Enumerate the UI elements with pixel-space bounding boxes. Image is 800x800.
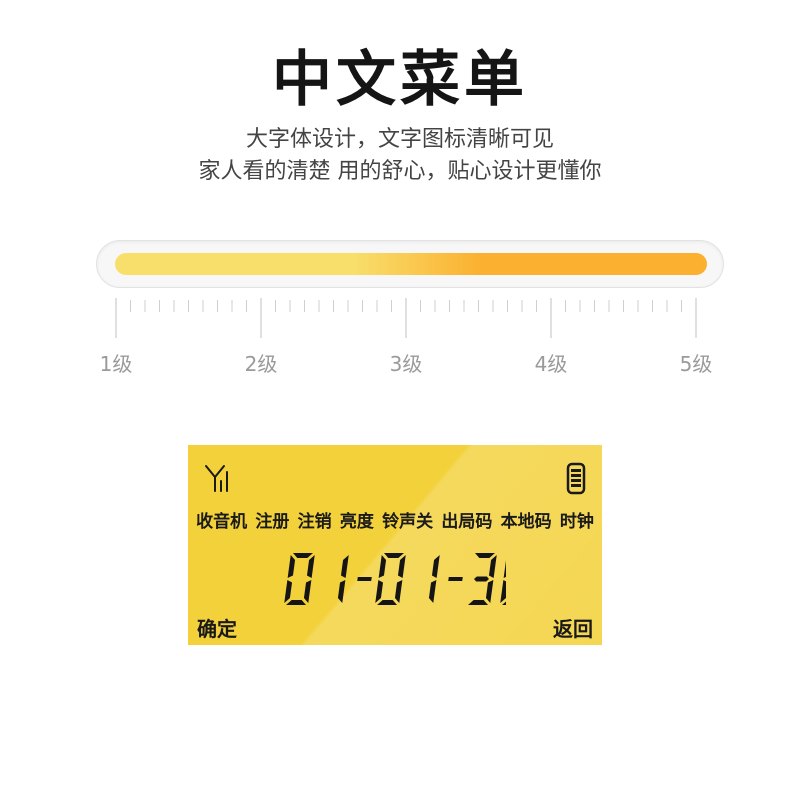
level-label[interactable]: 2级 xyxy=(244,352,278,376)
lcd-segment xyxy=(500,580,506,603)
level-label[interactable]: 5级 xyxy=(679,352,713,376)
lcd-menu-item[interactable]: 注册 xyxy=(255,512,290,532)
lcd-segment xyxy=(378,555,387,578)
lcd-segment xyxy=(303,580,312,603)
lcd-segment xyxy=(384,553,404,558)
lcd-segment xyxy=(397,555,406,578)
lcd-segment xyxy=(377,600,397,605)
lcd-segment xyxy=(431,555,440,578)
lcd-segment xyxy=(293,553,313,558)
lcd-segment xyxy=(284,580,293,603)
confirm-softkey[interactable]: 确定 xyxy=(197,617,237,641)
lcd-digit-glyph xyxy=(428,555,440,603)
lcd-segment xyxy=(488,555,497,578)
lcd-digit-glyph xyxy=(337,555,349,603)
lcd-menu-item[interactable]: 亮度 xyxy=(339,512,374,532)
antenna-signal-icon xyxy=(205,465,228,492)
battery-icon xyxy=(566,462,586,495)
lcd-segment xyxy=(503,560,506,578)
lcd-segment xyxy=(468,600,488,605)
lcd-segment xyxy=(306,555,315,578)
lcd-segment xyxy=(475,553,495,558)
level-label[interactable]: 1级 xyxy=(99,352,133,376)
lcd-segment xyxy=(340,555,349,578)
lcd-segment xyxy=(502,601,506,605)
lcd-digit-glyph xyxy=(375,553,406,605)
lcd-menu-item[interactable]: 注销 xyxy=(297,512,332,532)
lcd-segment xyxy=(286,600,306,605)
lcd-segment xyxy=(394,580,403,603)
back-softkey[interactable]: 返回 xyxy=(553,617,593,641)
lcd-segment xyxy=(357,577,372,581)
lcd-segment xyxy=(287,555,296,578)
level-label[interactable]: 3级 xyxy=(389,352,423,376)
lcd-segment xyxy=(474,576,489,582)
lcd-menu-bar: 收音机注册注销亮度铃声关出局码本地码时钟 xyxy=(188,507,602,532)
lcd-segment xyxy=(485,580,494,603)
lcd-digit-glyph xyxy=(468,553,497,605)
lcd-digit-glyph xyxy=(284,553,315,605)
lcd-menu-item[interactable]: 出局码 xyxy=(441,512,493,532)
lcd-menu-item[interactable]: 本地码 xyxy=(500,512,552,532)
page-title: 中文菜单 xyxy=(272,45,528,115)
lcd-menu-item[interactable]: 铃声关 xyxy=(382,512,434,532)
subtitle-line-1: 大字体设计，文字图标清晰可见 xyxy=(245,127,554,152)
lcd-segment xyxy=(375,580,384,603)
lcd-digit-display xyxy=(284,553,506,605)
level-label[interactable]: 4级 xyxy=(534,352,568,376)
subtitle-line-2: 家人看的清楚 用的舒心，贴心设计更懂你 xyxy=(198,159,602,184)
lcd-dash-glyph xyxy=(357,577,372,581)
lcd-segment xyxy=(337,580,346,603)
font-size-slider-fill xyxy=(115,253,707,275)
level-ruler xyxy=(115,298,697,338)
font-size-slider-track[interactable] xyxy=(96,240,724,288)
lcd-digit-glyph xyxy=(500,560,506,605)
lcd-menu-item[interactable]: 时钟 xyxy=(559,512,594,532)
lcd-dash-glyph xyxy=(448,577,463,581)
lcd-segment xyxy=(448,577,463,581)
lcd-menu-item[interactable]: 收音机 xyxy=(196,512,248,532)
lcd-segment xyxy=(428,580,437,603)
